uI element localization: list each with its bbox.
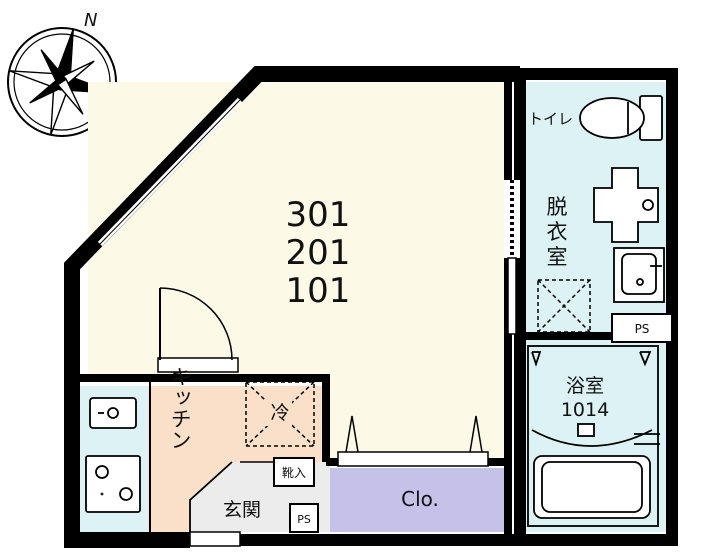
toilet-icon bbox=[579, 95, 663, 141]
fridge-label: 冷 bbox=[270, 402, 289, 424]
fridge-space bbox=[245, 381, 315, 447]
ps-lower-box bbox=[289, 503, 319, 533]
closet-label: Clo. bbox=[401, 487, 439, 511]
entrance-label: 玄関 bbox=[223, 499, 261, 521]
entrance-step bbox=[189, 461, 233, 532]
main-door[interactable] bbox=[157, 287, 239, 373]
main-room-label-3: 101 bbox=[286, 271, 351, 311]
shoe-box-label: 靴入 bbox=[282, 466, 306, 480]
toilet-label: トイレ bbox=[528, 110, 573, 128]
ps-lower-label: PS bbox=[297, 513, 311, 526]
outer-wall-right bbox=[240, 68, 678, 546]
main-room-label-2: 201 bbox=[286, 233, 351, 273]
entrance-door-opening bbox=[189, 531, 241, 547]
ps-upper-box bbox=[611, 313, 673, 343]
dressing-label-1: 脱 bbox=[547, 195, 568, 219]
bath-room-fixtures bbox=[527, 345, 660, 527]
main-room-label-1: 301 bbox=[286, 195, 351, 235]
dressing-label-2: 衣 bbox=[547, 220, 568, 244]
bath-label-2: 1014 bbox=[561, 399, 609, 421]
kitchen-label: キッチン bbox=[168, 366, 192, 450]
shoe-box bbox=[273, 457, 315, 487]
outer-wall bbox=[64, 66, 520, 548]
washbasin-cabinet-icon bbox=[593, 167, 665, 303]
dressing-label-3: 室 bbox=[547, 245, 568, 269]
washer-pan bbox=[537, 279, 591, 333]
bath-label-1: 浴室 bbox=[566, 375, 604, 397]
closet-floor bbox=[330, 468, 508, 532]
kitchen-sink-icon bbox=[89, 397, 137, 429]
compass-north-label: N bbox=[84, 10, 97, 31]
closet-doors[interactable] bbox=[337, 415, 489, 467]
ps-upper-label: PS bbox=[635, 322, 650, 336]
stove-icon bbox=[85, 455, 141, 513]
